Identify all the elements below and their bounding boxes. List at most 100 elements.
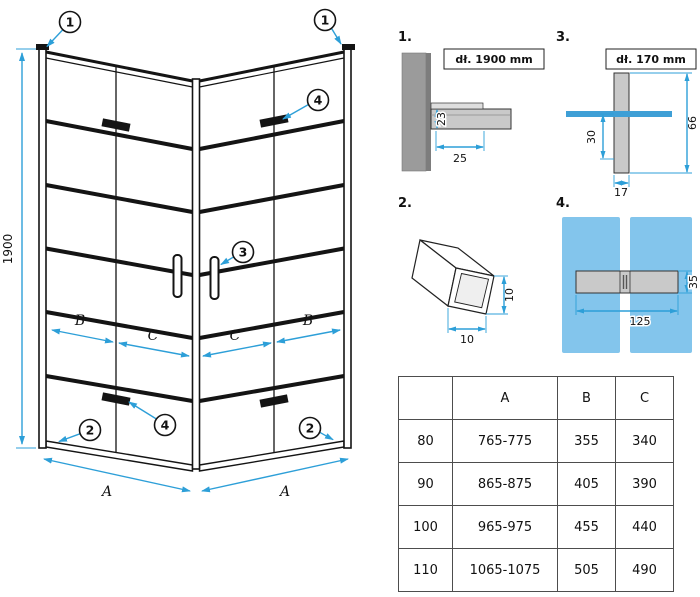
square-tube (411, 238, 495, 315)
dim-label-a-right: A (278, 484, 290, 500)
cell-size: 110 (398, 548, 453, 592)
svg-text:2: 2 (86, 423, 95, 438)
dimension-17: 17 (613, 175, 630, 197)
detail-2-drawing: 10 10 (411, 238, 516, 346)
svg-text:3: 3 (239, 245, 248, 260)
dim-label-a-left: A (100, 484, 112, 500)
detail-1: 1. dł. 1900 mm 23 (398, 30, 548, 179)
dimension-b-right: B (276, 313, 341, 344)
callout-4-upper-right: 4 (306, 88, 330, 112)
hinge-top-right (259, 114, 289, 128)
height-dimension-label: 1900 (1, 234, 15, 265)
connector-bar (575, 270, 679, 294)
detail-1-label: 1. (398, 30, 412, 45)
dimension-66: 66 (630, 72, 699, 174)
callout-4-lower-left: 4 (153, 413, 177, 437)
right-door-handle (209, 256, 220, 300)
glass-grid-left (45, 119, 193, 403)
right-profile-cap (342, 44, 355, 50)
left-profile-cap (36, 44, 49, 50)
callout-2-bottom-right: 2 (298, 416, 322, 440)
glass-grid-right (199, 119, 345, 403)
header-cell-b: B (557, 376, 616, 420)
dim-label-c-left: C (148, 328, 159, 344)
dimension-10-width: 10 (447, 308, 487, 346)
svg-text:1: 1 (321, 13, 330, 28)
left-wall-profile (38, 48, 47, 449)
cell-a: 765-775 (452, 419, 558, 463)
svg-text:66: 66 (686, 116, 699, 130)
cell-c: 490 (615, 548, 674, 592)
cell-b: 505 (557, 548, 616, 592)
dimension-35: 35 (678, 270, 700, 294)
cell-size: 100 (398, 505, 453, 549)
svg-text:4: 4 (161, 418, 170, 433)
glass-edge (566, 111, 672, 117)
dimension-a-left: A (43, 457, 191, 500)
size-table: A B C 80 765-775 355 340 90 865-875 405 … (398, 376, 674, 592)
cell-a: 865-875 (452, 462, 558, 506)
cell-b: 405 (557, 462, 616, 506)
svg-text:125: 125 (630, 315, 651, 328)
cell-size: 90 (398, 462, 453, 506)
dim-label-b-right: B (302, 313, 313, 329)
profile-section (430, 102, 512, 130)
detail-4-drawing: 125 35 (562, 217, 700, 353)
callout-leaders (46, 27, 342, 443)
detail-1-drawing: dł. 1900 mm 23 25 (401, 48, 545, 172)
dimension-125: 125 (575, 295, 679, 330)
cell-c: 390 (615, 462, 674, 506)
svg-text:10: 10 (503, 288, 516, 302)
dim-label-b-left: B (74, 313, 85, 329)
header-cell-a: A (452, 376, 558, 420)
detail-3-length-label: dł. 170 mm (616, 53, 686, 66)
callout-3-handle: 3 (231, 240, 255, 264)
svg-text:10: 10 (460, 333, 474, 346)
cell-c: 440 (615, 505, 674, 549)
vertical-profile (613, 72, 630, 174)
top-rails (45, 50, 345, 88)
svg-text:30: 30 (585, 130, 598, 144)
header-cell-blank (398, 376, 453, 420)
cell-size: 80 (398, 419, 453, 463)
length-label-box (605, 48, 697, 70)
hinge-bottom-left (101, 392, 131, 406)
tube-hollow (454, 272, 490, 309)
size-table-row-80: 80 765-775 355 340 (398, 419, 674, 463)
shower-isometric-drawing: 1900 B C C B A A (1, 8, 355, 500)
size-table-header-row: A B C (398, 376, 674, 420)
cell-a: 965-975 (452, 505, 558, 549)
wall-section (401, 52, 427, 172)
dimension-25: 25 (435, 131, 485, 165)
corner-post (191, 78, 201, 470)
detail-2: 2. 10 (398, 196, 530, 347)
detail-2-label: 2. (398, 196, 412, 211)
wall-edge (426, 53, 431, 171)
svg-text:25: 25 (453, 152, 467, 165)
svg-text:23: 23 (435, 112, 448, 126)
door-handles (172, 254, 220, 300)
svg-text:2: 2 (306, 421, 315, 436)
header-cell-c: C (615, 376, 674, 420)
dimension-23: 23 (434, 109, 450, 129)
detail-4-label: 4. (556, 196, 570, 211)
detail-1-length-label: dł. 1900 mm (455, 53, 532, 66)
dimension-c-right: C (202, 328, 272, 358)
cell-c: 340 (615, 419, 674, 463)
dimension-10-height: 10 (486, 275, 516, 315)
callout-1-top-left: 1 (58, 10, 82, 34)
hinge-top-left (101, 118, 131, 132)
cell-b: 355 (557, 419, 616, 463)
dimension-b-left: B (51, 313, 114, 344)
cell-b: 455 (557, 505, 616, 549)
hinge-bottom-right (259, 394, 289, 408)
dimension-30: 30 (584, 113, 614, 160)
detail-4: 4. 125 (556, 196, 700, 361)
detail-3: 3. dł. 170 mm 66 (556, 30, 700, 197)
size-table-row-100: 100 965-975 455 440 (398, 505, 674, 549)
svg-text:4: 4 (314, 93, 323, 108)
dimension-height-1900: 1900 (1, 48, 36, 449)
hinges (101, 114, 289, 408)
detail-3-label: 3. (556, 30, 570, 45)
cell-a: 1065-1075 (452, 548, 558, 592)
